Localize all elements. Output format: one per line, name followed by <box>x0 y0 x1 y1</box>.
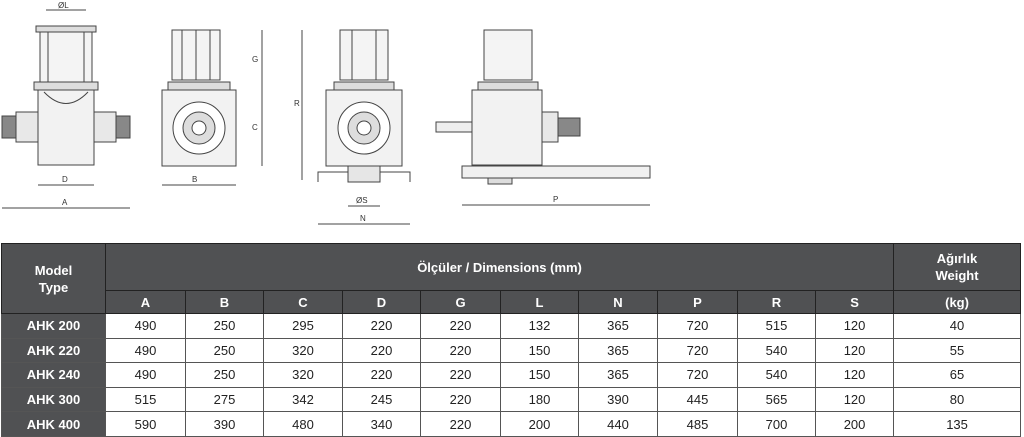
column-header-c: C <box>263 290 343 314</box>
dimension-cell-r: 700 <box>737 411 816 437</box>
column-header-s: S <box>814 290 895 314</box>
dimension-cell-p: 720 <box>657 337 738 364</box>
model-cell: AHK 200 <box>1 313 106 339</box>
dimension-cell-g: 220 <box>420 337 501 364</box>
dimension-cell-g: 220 <box>420 411 501 437</box>
dimension-cell-p: 720 <box>657 362 738 388</box>
dimension-cell-l: 150 <box>500 362 579 388</box>
dimension-cell-r: 565 <box>737 386 816 413</box>
dimension-cell-a: 590 <box>105 411 186 437</box>
label-C: C <box>252 123 258 132</box>
weight-cell: 40 <box>893 313 1021 339</box>
weight-cell: 80 <box>893 386 1021 413</box>
dimension-cell-d: 340 <box>342 411 421 437</box>
label-S: ØS <box>356 196 368 205</box>
dimension-cell-g: 220 <box>420 386 501 413</box>
dimension-cell-n: 365 <box>578 362 658 388</box>
side-view-drawing: B G C <box>161 29 263 186</box>
dimension-cell-r: 540 <box>737 362 816 388</box>
weight-cell: 65 <box>893 362 1021 388</box>
dimension-cell-c: 295 <box>263 313 343 339</box>
dimension-cell-b: 250 <box>185 337 264 364</box>
model-cell: AHK 220 <box>1 337 106 364</box>
dimension-cell-b: 250 <box>185 362 264 388</box>
label-R: R <box>294 99 300 108</box>
dimension-cell-l: 150 <box>500 337 579 364</box>
dimension-cell-c: 320 <box>263 362 343 388</box>
dimension-cell-s: 120 <box>814 386 895 413</box>
column-header-b: B <box>185 290 264 314</box>
weight-cell: 55 <box>893 337 1021 364</box>
dimension-cell-n: 365 <box>578 337 658 364</box>
column-header-p: P <box>657 290 738 314</box>
label-N: N <box>360 214 366 223</box>
dimension-cell-c: 320 <box>263 337 343 364</box>
dimension-cell-n: 440 <box>578 411 658 437</box>
dimension-cell-d: 220 <box>342 362 421 388</box>
model-cell: AHK 300 <box>1 386 106 413</box>
column-header-g: G <box>420 290 501 314</box>
label-B: B <box>192 175 197 184</box>
dimension-cell-s: 120 <box>814 362 895 388</box>
dimension-cell-l: 200 <box>500 411 579 437</box>
extended-base-view-drawing: P <box>435 29 651 206</box>
model-cell: AHK 400 <box>1 411 106 437</box>
dimension-cell-d: 220 <box>342 337 421 364</box>
dimension-cell-a: 490 <box>105 337 186 364</box>
dimension-cell-g: 220 <box>420 362 501 388</box>
dimension-cell-s: 200 <box>814 411 895 437</box>
label-A: A <box>62 198 68 207</box>
dimension-cell-b: 275 <box>185 386 264 413</box>
label-P: P <box>553 195 558 204</box>
dimension-cell-a: 490 <box>105 313 186 339</box>
dimension-cell-b: 390 <box>185 411 264 437</box>
model-cell: AHK 240 <box>1 362 106 388</box>
dimension-cell-r: 515 <box>737 313 816 339</box>
dimension-cell-n: 365 <box>578 313 658 339</box>
dimension-cell-r: 540 <box>737 337 816 364</box>
dimension-cell-a: 515 <box>105 386 186 413</box>
dimension-cell-p: 485 <box>657 411 738 437</box>
column-header-r: R <box>737 290 816 314</box>
dimension-cell-b: 250 <box>185 313 264 339</box>
dimension-cell-l: 132 <box>500 313 579 339</box>
dimension-cell-g: 220 <box>420 313 501 339</box>
dimension-cell-d: 220 <box>342 313 421 339</box>
column-header-n: N <box>578 290 658 314</box>
dimension-cell-p: 445 <box>657 386 738 413</box>
column-header-a: A <box>105 290 186 314</box>
dimension-cell-n: 390 <box>578 386 658 413</box>
side-base-view-drawing: R ØS N <box>294 29 411 225</box>
dimension-cell-s: 120 <box>814 337 895 364</box>
dimensions-header: Ölçüler / Dimensions (mm) <box>104 243 895 291</box>
column-header-l: L <box>500 290 579 314</box>
dimension-cell-c: 480 <box>263 411 343 437</box>
dimension-cell-l: 180 <box>500 386 579 413</box>
dimension-cell-a: 490 <box>105 362 186 388</box>
label-L: ØL <box>58 1 69 10</box>
front-view-drawing: ØL D A <box>1 1 131 209</box>
dimension-cell-c: 342 <box>263 386 343 413</box>
dimension-cell-p: 720 <box>657 313 738 339</box>
weight-unit-header: (kg) <box>893 290 1021 314</box>
dimension-cell-s: 120 <box>814 313 895 339</box>
label-D: D <box>62 175 68 184</box>
column-header-d: D <box>342 290 421 314</box>
technical-drawings: ØL D A B G C R ØS N <box>1 1 651 225</box>
label-G: G <box>252 55 258 64</box>
weight-cell: 135 <box>893 411 1021 437</box>
dimension-cell-d: 245 <box>342 386 421 413</box>
